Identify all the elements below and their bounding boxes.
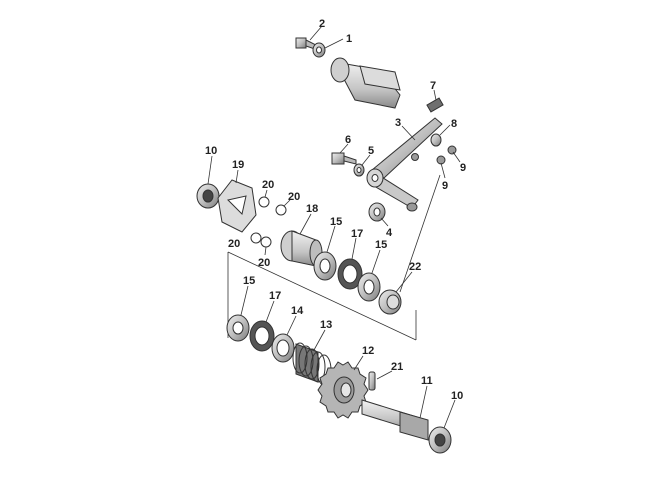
ring-part-14: [271, 315, 297, 363]
callout-11: 11: [421, 375, 433, 387]
callout-6: 6: [345, 134, 351, 146]
callout-15-a: 15: [330, 216, 342, 228]
needle-bearing-part-17b: [249, 300, 275, 352]
callout-13: 13: [320, 319, 332, 331]
callout-2: 2: [319, 18, 325, 30]
screw-part-9a: [447, 145, 461, 163]
washer-part-15a: [313, 225, 337, 281]
screw-part-9b: [436, 155, 446, 179]
pin-part-8: [430, 124, 451, 147]
screw-part-9c: [411, 153, 419, 161]
bolt-part-6: [331, 143, 357, 165]
bushing-part-4: [368, 202, 389, 227]
callout-19: 19: [232, 159, 244, 171]
washer-part-5: [353, 154, 371, 177]
callout-4: 4: [386, 227, 393, 239]
callout-22: 22: [409, 261, 421, 273]
spring-part-13: [292, 329, 332, 386]
callout-18: 18: [306, 203, 318, 215]
callout-14: 14: [291, 305, 304, 317]
washer-part-15b: [357, 249, 381, 302]
callout-20-b: 20: [288, 191, 300, 203]
callout-20-a: 20: [262, 179, 274, 191]
nut-part-1: [312, 38, 344, 58]
callout-8: 8: [451, 118, 457, 130]
callout-7: 7: [430, 80, 436, 92]
callout-15-c: 15: [243, 275, 255, 287]
callout-15-b: 15: [375, 239, 387, 251]
callout-12: 12: [362, 345, 374, 357]
shaft-part-11: [361, 385, 429, 441]
needle-bearing-part-17a: [337, 237, 363, 290]
washer-part-15c: [226, 285, 250, 342]
callout-21: 21: [391, 361, 403, 373]
lever-part-3: [366, 117, 443, 212]
callout-3: 3: [395, 117, 401, 129]
callout-17-a: 17: [351, 228, 363, 240]
callout-17-b: 17: [269, 290, 281, 302]
callout-20-d: 20: [258, 257, 270, 269]
callout-10-upper: 10: [205, 145, 217, 157]
ball-part-20d: [260, 236, 272, 256]
guide-part-19: [217, 169, 257, 233]
bearing-part-10-upper: [196, 155, 220, 209]
ball-part-20b: [275, 199, 291, 216]
bearing-part-10-lower: [428, 399, 456, 454]
callout-20-c: 20: [228, 238, 240, 250]
shaft-stub-top: [330, 57, 401, 109]
callout-9-lower: 9: [442, 180, 448, 192]
callout-1: 1: [346, 33, 352, 45]
callout-10-lower: 10: [451, 390, 463, 402]
callout-5: 5: [368, 145, 374, 157]
bushing-part-22: [378, 174, 441, 315]
pin-part-21: [368, 370, 393, 391]
callout-9-upper: 9: [460, 162, 466, 174]
ball-part-20c: [250, 232, 262, 244]
gear-part-12: [317, 355, 369, 419]
spring-part-7: [426, 89, 444, 113]
ball-part-20a: [258, 189, 270, 208]
